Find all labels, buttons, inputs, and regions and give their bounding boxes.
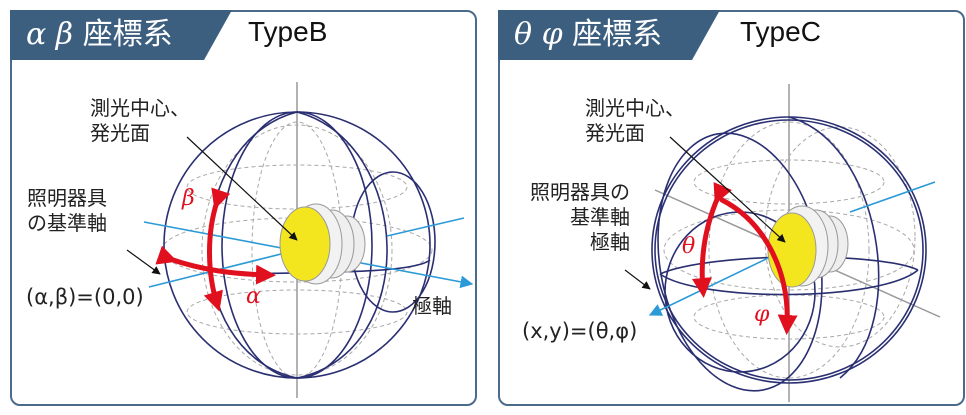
- typec-origin-label: (x,y)=(θ,φ): [522, 319, 638, 343]
- typec-theta-label: θ: [682, 234, 696, 259]
- typec-header-tab: θ φ 座標系: [498, 10, 720, 60]
- typec-photometric-center-label: 測光中心、 発光面: [585, 96, 685, 145]
- typec-phi-label: φ: [754, 302, 770, 327]
- typeb-header-tab: α β 座標系: [10, 10, 232, 60]
- typeb-panel: α β 座標系 TypeB: [10, 10, 477, 406]
- typeb-sphere-diagram: [126, 82, 474, 398]
- typeb-polar-axis-label: 極軸: [412, 294, 452, 318]
- typeb-beta-label: β: [182, 186, 195, 211]
- typec-greek-symbols: θ φ: [514, 17, 563, 52]
- typec-coordinate-system-label: 座標系: [572, 17, 663, 52]
- typeb-type-label: TypeB: [248, 16, 328, 47]
- typeb-emitter-face: [279, 206, 331, 282]
- typeb-reference-axis-label: 照明器具 の基準軸: [27, 186, 107, 235]
- typeb-greek-symbols: α β: [26, 17, 74, 52]
- typeb-origin-label: (α,β)=(0,0): [26, 285, 144, 309]
- typeb-alpha-label: α: [246, 284, 261, 309]
- typec-reference-axis-label: 照明器具の 基準軸 極軸: [530, 180, 630, 254]
- typec-panel: θ φ 座標系 TypeC: [498, 10, 965, 406]
- typec-type-label: TypeC: [740, 16, 821, 47]
- typeb-photometric-center-label: 測光中心、 発光面: [90, 96, 190, 145]
- typec-emitter-face: [767, 212, 817, 288]
- typeb-coordinate-system-label: 座標系: [82, 17, 173, 52]
- typec-sphere-diagram: [624, 84, 941, 402]
